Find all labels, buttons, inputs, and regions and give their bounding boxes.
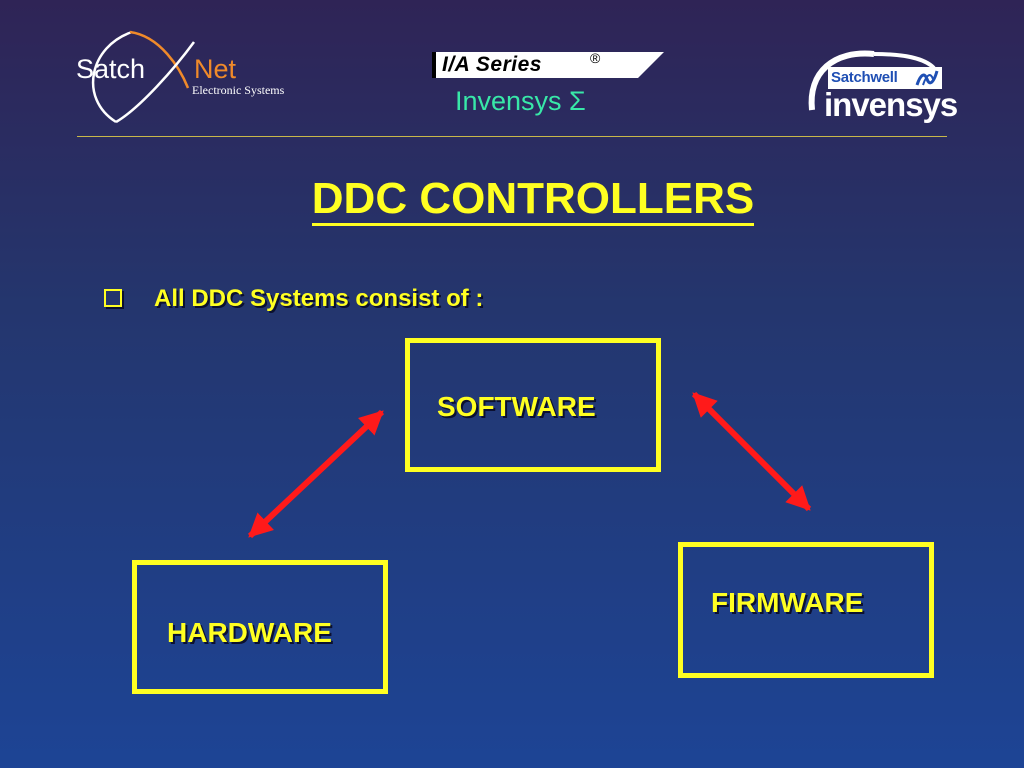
registered-mark: ® (590, 50, 601, 66)
satchwell-wave-icon (915, 70, 939, 86)
firmware-label: FIRMWARE (711, 587, 864, 618)
satchwell-badge: Satchwell (828, 67, 942, 89)
ia-series-text: I/A Series (442, 53, 542, 76)
satchnet-subtitle: Electronic Systems (192, 83, 285, 97)
arrow-software-hardware (247, 409, 385, 539)
hardware-box: HARDWARE (132, 560, 388, 694)
satchnet-word-net: Net (194, 54, 237, 84)
slide-title: DDC CONTROLLERS (0, 172, 1024, 226)
satchwell-invensys-logo: Satchwell invensys (804, 48, 958, 130)
ia-series-banner (432, 52, 664, 78)
bullet-text: All DDC Systems consist of : (154, 285, 484, 312)
hardware-label: HARDWARE (167, 617, 332, 648)
satchnet-swoosh-icon (91, 30, 196, 124)
invensys-wordmark: invensys (824, 86, 958, 123)
slide-title-text: DDC CONTROLLERS (311, 174, 755, 226)
header-divider (77, 136, 947, 137)
satchwell-brand: Satchwell (831, 69, 898, 86)
software-box: SOFTWARE (405, 338, 661, 472)
invensys-sigma-text: Invensys Σ (455, 86, 586, 116)
satchnet-logo: Satch Net Electronic Systems (70, 28, 330, 128)
invensys-ring-icon (808, 50, 936, 111)
checkbox-bullet-icon (104, 289, 122, 307)
ia-series-logo: I/A Series ® (432, 50, 664, 78)
firmware-box: FIRMWARE (678, 542, 934, 678)
satchnet-word-satch: Satch (76, 54, 146, 84)
arrow-software-firmware (691, 391, 812, 512)
software-label: SOFTWARE (437, 391, 596, 422)
